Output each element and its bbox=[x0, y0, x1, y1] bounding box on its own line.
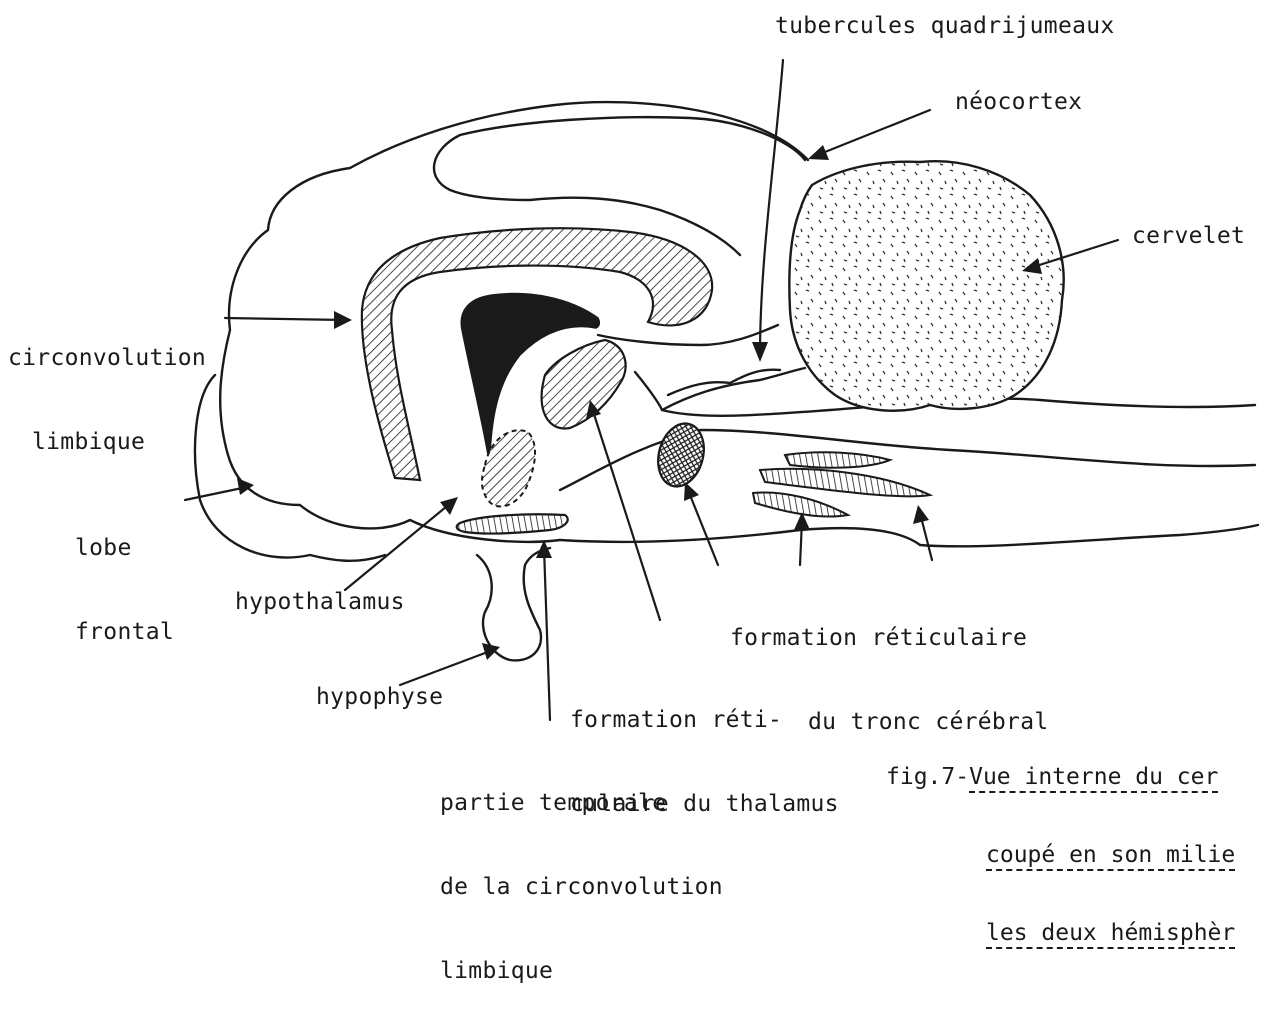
label-line: lobe bbox=[75, 534, 174, 562]
label-circonvolution-limbique: circonvolution limbique bbox=[8, 288, 206, 484]
caption-text-1: Vue interne du cer bbox=[969, 764, 1218, 793]
label-tubercules: tubercules quadrijumeaux bbox=[775, 12, 1115, 40]
arrow-hypothalamus bbox=[345, 497, 458, 590]
tectum-curve bbox=[598, 325, 778, 345]
label-lobe-frontal: lobe frontal bbox=[75, 478, 174, 674]
label-line: frontal bbox=[75, 618, 174, 646]
temporal-limbic bbox=[457, 514, 568, 533]
caption-prefix: fig.7- bbox=[886, 764, 969, 790]
arrow-hypophyse bbox=[400, 643, 500, 685]
colliculi bbox=[668, 370, 780, 395]
tectum-line bbox=[635, 368, 805, 410]
label-line: circonvolution bbox=[8, 344, 206, 372]
reticular-strip-1 bbox=[785, 452, 890, 467]
arrow-neocortex bbox=[808, 110, 930, 160]
brainstem-bottom bbox=[560, 525, 1258, 546]
label-line: limbique bbox=[440, 957, 723, 985]
label-cervelet: cervelet bbox=[1132, 222, 1245, 250]
reticular-strip-3 bbox=[753, 492, 848, 516]
cerebellum bbox=[789, 161, 1063, 410]
label-hypophyse: hypophyse bbox=[316, 683, 443, 711]
reticular-strip-2 bbox=[760, 469, 930, 496]
caption-line-1: fig.7-Vue interne du cer bbox=[886, 764, 1235, 790]
label-line: culaire du thalamus bbox=[570, 790, 839, 818]
label-hypothalamus: hypothalamus bbox=[235, 588, 405, 616]
arrow-temporale bbox=[536, 540, 552, 720]
caption-line-3: les deux hémisphèr bbox=[986, 920, 1235, 946]
brain-diagram: tubercules quadrijumeaux néocortex cerve… bbox=[0, 0, 1267, 823]
thalamus bbox=[542, 340, 626, 428]
pituitary bbox=[477, 548, 550, 660]
figure-caption: fig.7-Vue interne du cer coupé en son mi… bbox=[886, 712, 1235, 972]
frontal-curve bbox=[195, 375, 385, 561]
arrow-tronc-1 bbox=[684, 482, 718, 565]
caption-text-2: coupé en son milie bbox=[986, 842, 1235, 871]
arrow-thalamus bbox=[586, 400, 660, 620]
arrow-tronc-2 bbox=[794, 512, 810, 565]
label-line: formation réticulaire bbox=[730, 624, 1049, 652]
label-line: de la circonvolution bbox=[440, 873, 723, 901]
arrow-limbique bbox=[225, 311, 352, 329]
arrow-tronc-3 bbox=[913, 505, 932, 560]
caption-line-2: coupé en son milie bbox=[986, 842, 1235, 868]
caption-text-3: les deux hémisphèr bbox=[986, 920, 1235, 949]
label-neocortex: néocortex bbox=[955, 88, 1082, 116]
arrow-tubercules bbox=[752, 60, 783, 362]
label-line: limbique bbox=[32, 428, 206, 456]
